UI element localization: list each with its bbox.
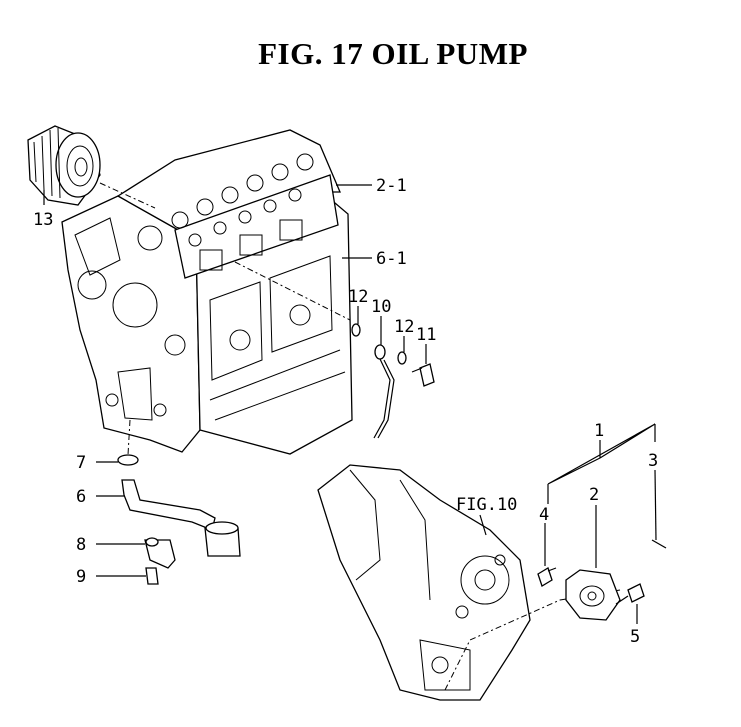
bolt-4	[537, 567, 557, 587]
bolt-11	[411, 363, 435, 387]
callout-2: 2	[589, 485, 599, 505]
filter-hidden-line	[99, 182, 156, 209]
callout-12-right: 12	[394, 317, 414, 337]
oil-pump-2	[565, 569, 621, 621]
dipstick-guide-10	[373, 344, 395, 439]
callout-7: 7	[76, 453, 86, 473]
callout-6: 6	[76, 487, 86, 507]
leader-lines	[43, 184, 657, 624]
bracket-8	[144, 537, 176, 569]
figure-title: FIG. 17 OIL PUMP	[258, 36, 528, 71]
o-ring-12b	[397, 351, 407, 365]
oil-filter	[27, 125, 101, 206]
callout-1: 1	[594, 421, 604, 441]
callout-10: 10	[371, 297, 391, 317]
o-ring-12a	[351, 323, 361, 337]
dipstick-hidden-line	[234, 261, 351, 321]
callout-9: 9	[76, 567, 86, 587]
callout-4: 4	[539, 505, 549, 525]
callout-11: 11	[416, 325, 436, 345]
engine-block	[61, 129, 353, 455]
fig10-reference: FIG.10	[456, 495, 517, 515]
callout-13: 13	[33, 210, 53, 230]
oil-strainer-6	[121, 479, 241, 557]
callout-12-left: 12	[348, 287, 368, 307]
o-ring-7	[117, 454, 139, 466]
pin-3	[651, 539, 667, 549]
gear-case	[317, 464, 531, 701]
callout-6-1: 6-1	[376, 249, 407, 269]
bolt-9	[145, 567, 159, 585]
callout-5: 5	[630, 627, 640, 647]
callout-8: 8	[76, 535, 86, 555]
strainer-hidden-line	[127, 419, 131, 456]
callout-3: 3	[648, 451, 658, 471]
callout-2-1: 2-1	[376, 176, 407, 196]
bolt-5	[615, 583, 645, 605]
